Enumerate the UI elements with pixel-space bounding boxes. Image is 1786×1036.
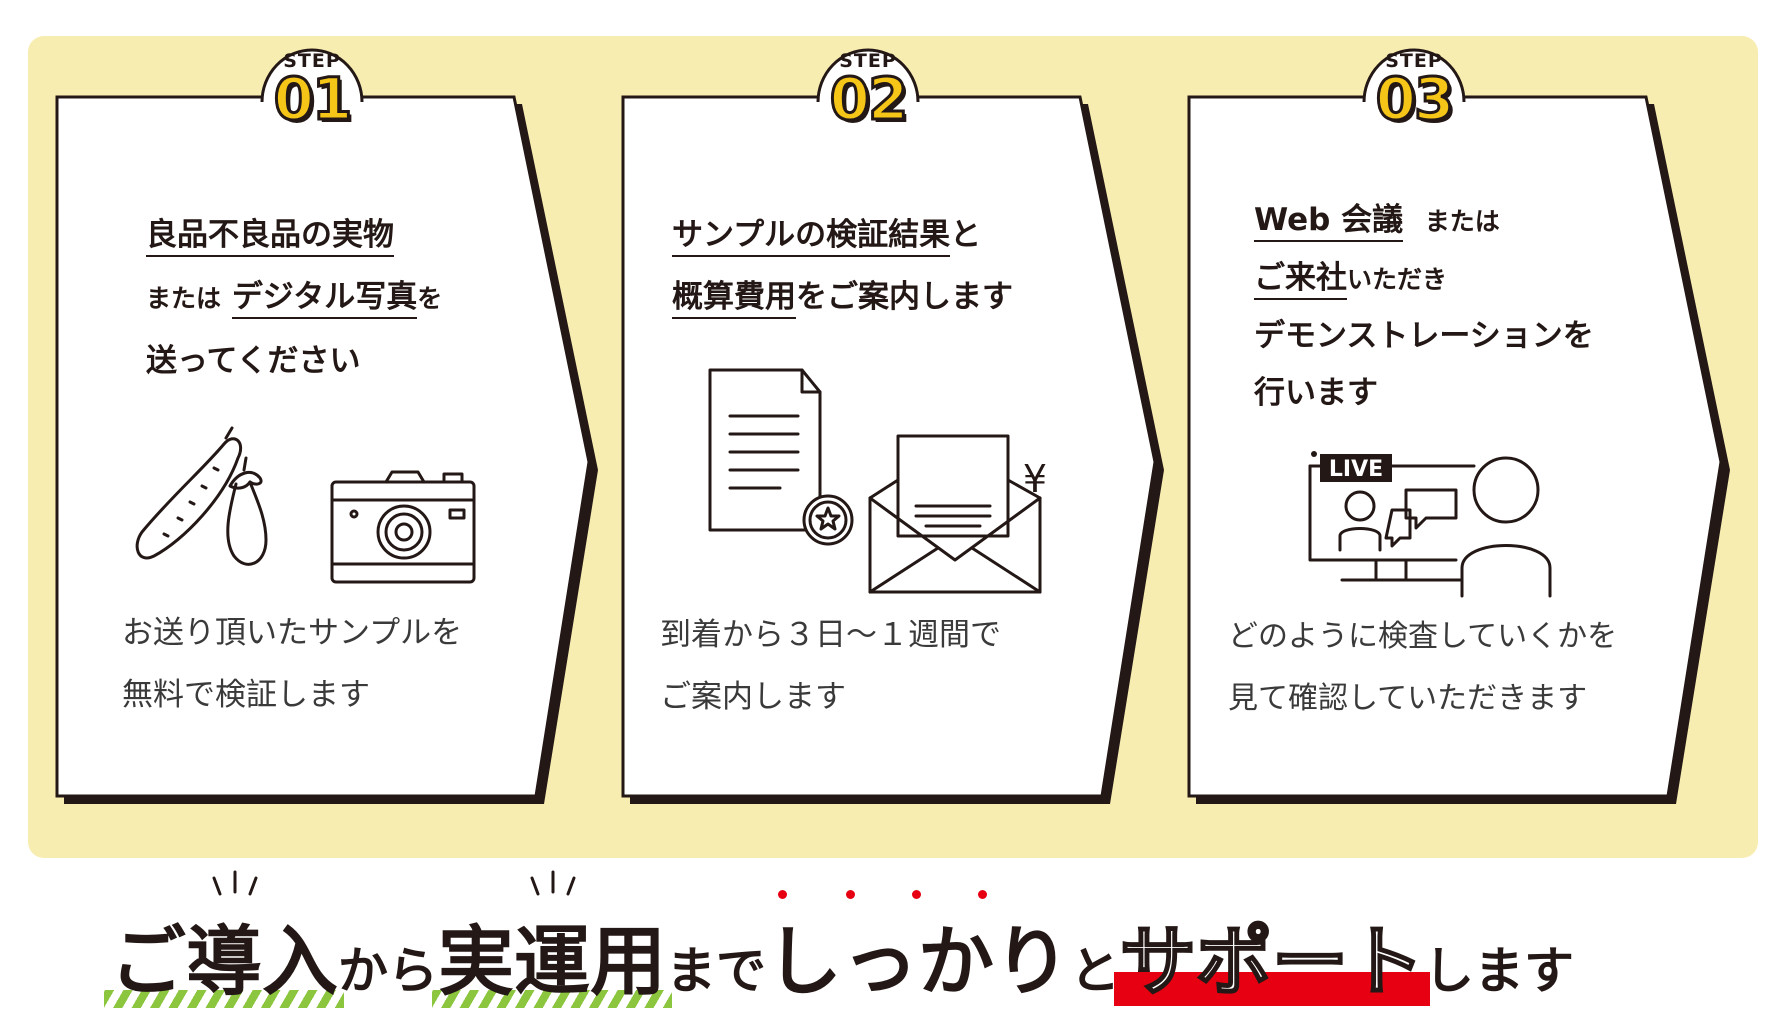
heading-underlined: 良品不良品の実物 bbox=[146, 217, 394, 257]
description-line: どのように検査していくかを bbox=[1228, 619, 1618, 654]
heading-line: 送ってください bbox=[146, 343, 361, 379]
tagline-connector: まで bbox=[666, 942, 766, 1000]
step-number: 01 bbox=[272, 65, 354, 133]
description-line: 到着から３日〜１週間で bbox=[660, 617, 1001, 653]
steps-panel: STEP 01 良品不良品の実物 または デジタル写真を 送ってください bbox=[28, 36, 1758, 858]
camera-icon bbox=[330, 470, 476, 584]
badge-tab bbox=[816, 48, 920, 106]
step-badge: STEP 01 bbox=[260, 36, 364, 130]
step-label: STEP bbox=[1385, 50, 1443, 72]
step-illustration: ¥ bbox=[708, 368, 1047, 594]
envelope-yen-icon bbox=[868, 434, 1042, 594]
step-description: どのように検査していくかを 見て確認していただきます bbox=[1228, 606, 1617, 730]
tagline-emphasis: 実運用 bbox=[432, 870, 672, 1010]
heading-underlined: 概算費用 bbox=[672, 279, 796, 319]
live-badge bbox=[1320, 454, 1392, 482]
step-number: 03 bbox=[1374, 65, 1456, 133]
step-description: お送り頂いたサンプルを 無料で検証します bbox=[122, 602, 462, 726]
heading-line: デモンストレーションを bbox=[1254, 318, 1594, 354]
document-icon bbox=[708, 368, 854, 546]
tagline-emphasis: ご導入 bbox=[104, 870, 344, 1010]
card-shape bbox=[1187, 95, 1730, 804]
tagline-connector: と bbox=[1070, 942, 1120, 1000]
step-description: 到着から３日〜１週間で ご案内します bbox=[660, 604, 1001, 728]
description-line: お送り頂いたサンプルを bbox=[122, 615, 463, 651]
step-badge: STEP 02 bbox=[816, 36, 920, 130]
heading-connector: または bbox=[146, 284, 222, 313]
sparkle-icon bbox=[212, 870, 258, 896]
description-line: 見て確認していただきます bbox=[1228, 681, 1588, 716]
step-heading: サンプルの検証結果と 概算費用をご案内します bbox=[672, 204, 1013, 328]
step-illustration bbox=[135, 426, 476, 584]
heading-underlined: サンプルの検証結果 bbox=[672, 217, 951, 257]
step-heading: 良品不良品の実物 または デジタル写真を 送ってください bbox=[146, 204, 442, 392]
heading-connector: と bbox=[950, 217, 982, 253]
step-label: STEP bbox=[839, 50, 897, 72]
description-line: 無料で検証します bbox=[122, 677, 370, 713]
heading-connector: をご案内します bbox=[796, 279, 1013, 315]
tagline-emphasis-support: サポート bbox=[1114, 900, 1430, 1010]
cucumber-icon bbox=[135, 426, 243, 560]
step-card-02: STEP 02 サンプルの検証結果と 概算費用をご案内します bbox=[620, 48, 1164, 812]
step-illustration: LIVE bbox=[1308, 451, 1552, 598]
yen-symbol: ¥ bbox=[1023, 457, 1047, 501]
heading-connector: を bbox=[417, 284, 443, 313]
heading-line: 行います bbox=[1254, 375, 1378, 411]
heading-underlined: ご来社 bbox=[1254, 260, 1347, 300]
sparkle-icon bbox=[530, 870, 576, 896]
heading-underlined: Web 会議 bbox=[1254, 202, 1404, 242]
tagline-emphasis-dotted: しっかり bbox=[766, 890, 1070, 1010]
heading-connector: いただき bbox=[1347, 265, 1448, 294]
description-line: ご案内します bbox=[660, 679, 846, 715]
step-card-03: STEP 03 Web 会議 または ご来社いただき デモンストレーションを 行… bbox=[1186, 48, 1730, 812]
live-video-meeting-icon bbox=[1308, 464, 1476, 582]
step-card-01: STEP 01 良品不良品の実物 または デジタル写真を 送ってください bbox=[54, 48, 598, 812]
card-shape bbox=[55, 95, 598, 804]
step-badge: STEP 03 bbox=[1362, 36, 1466, 130]
step-number: 02 bbox=[828, 65, 910, 133]
tagline-connector: から bbox=[338, 942, 438, 1000]
badge-tab bbox=[260, 48, 364, 106]
eggplant-icon bbox=[226, 456, 268, 566]
tagline-connector: します bbox=[1424, 942, 1574, 1000]
step-heading: Web 会議 または ご来社いただき デモンストレーションを 行います bbox=[1254, 192, 1594, 422]
step-label: STEP bbox=[283, 50, 341, 72]
person-icon bbox=[1460, 456, 1552, 598]
tagline: ご導入 から 実運用 まで しっかり と サポート します bbox=[104, 870, 1710, 1020]
live-label: LIVE bbox=[1329, 457, 1383, 482]
badge-tab bbox=[1362, 48, 1466, 106]
heading-underlined: デジタル写真 bbox=[231, 279, 418, 319]
heading-connector: または bbox=[1424, 207, 1500, 236]
